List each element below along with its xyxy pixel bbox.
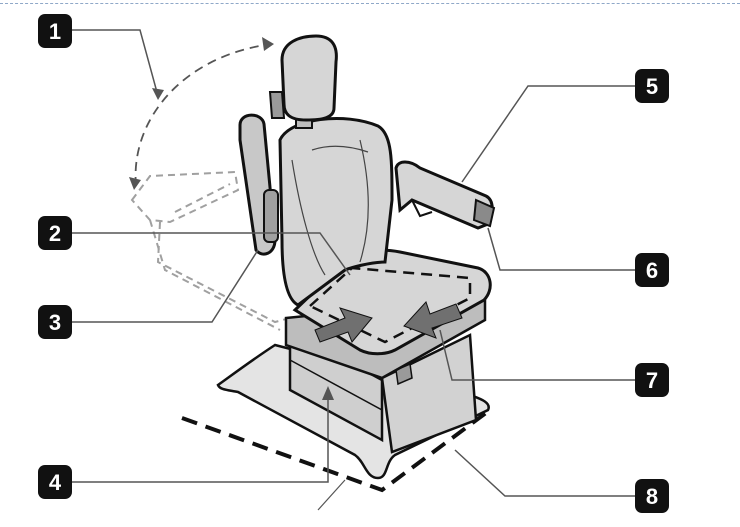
leader-lines: [72, 29, 635, 511]
callout-badge-3: 3: [38, 305, 72, 339]
callout-badge-8: 8: [635, 479, 669, 513]
leader-3: [72, 249, 259, 323]
callout-label-1: 1: [49, 19, 61, 44]
right-armrest-end: [472, 198, 496, 228]
leader-4: [72, 390, 329, 483]
callout-label-8: 8: [646, 484, 658, 509]
foot-section: [380, 333, 478, 454]
callout-badge-2: 2: [38, 216, 72, 250]
leader-7: [439, 329, 635, 381]
pedestal-seam: [289, 359, 383, 411]
leader-8: [454, 449, 635, 497]
left-armrest-handle: [263, 189, 279, 243]
leader-1: [72, 29, 159, 97]
callout-badge-1: 1: [38, 14, 72, 48]
right-armrest-hinge: [411, 199, 433, 218]
recline-arc: [129, 37, 274, 190]
backrest-contour-b: [359, 139, 369, 263]
backrest-contour-c: [311, 145, 369, 153]
callout-label-7: 7: [646, 368, 658, 393]
headrest-bracket: [268, 91, 286, 119]
floor-footprint: [181, 408, 492, 493]
seat-slide-arrows: [314, 301, 463, 343]
callout-label-5: 5: [646, 74, 658, 99]
callout-badge-4: 4: [38, 465, 72, 499]
callout-badge-7: 7: [635, 363, 669, 397]
backrest: [278, 116, 394, 307]
callout-label-3: 3: [49, 310, 61, 335]
callout-badge-6: 6: [635, 253, 669, 287]
headrest: [280, 34, 338, 122]
leader-5: [461, 85, 635, 183]
top-dashed-border: [0, 3, 740, 4]
leader-4-tick: [317, 479, 346, 511]
callout-badge-5: 5: [635, 69, 669, 103]
leader-2: [72, 232, 351, 276]
seat-dashed-outline: [307, 266, 472, 344]
callout-label-6: 6: [646, 258, 658, 283]
callout-label-4: 4: [49, 470, 62, 495]
ghost-reclined-back: [130, 170, 291, 331]
callout-label-2: 2: [49, 221, 61, 246]
leader-6: [487, 227, 635, 271]
backrest-contour-a: [291, 159, 326, 276]
